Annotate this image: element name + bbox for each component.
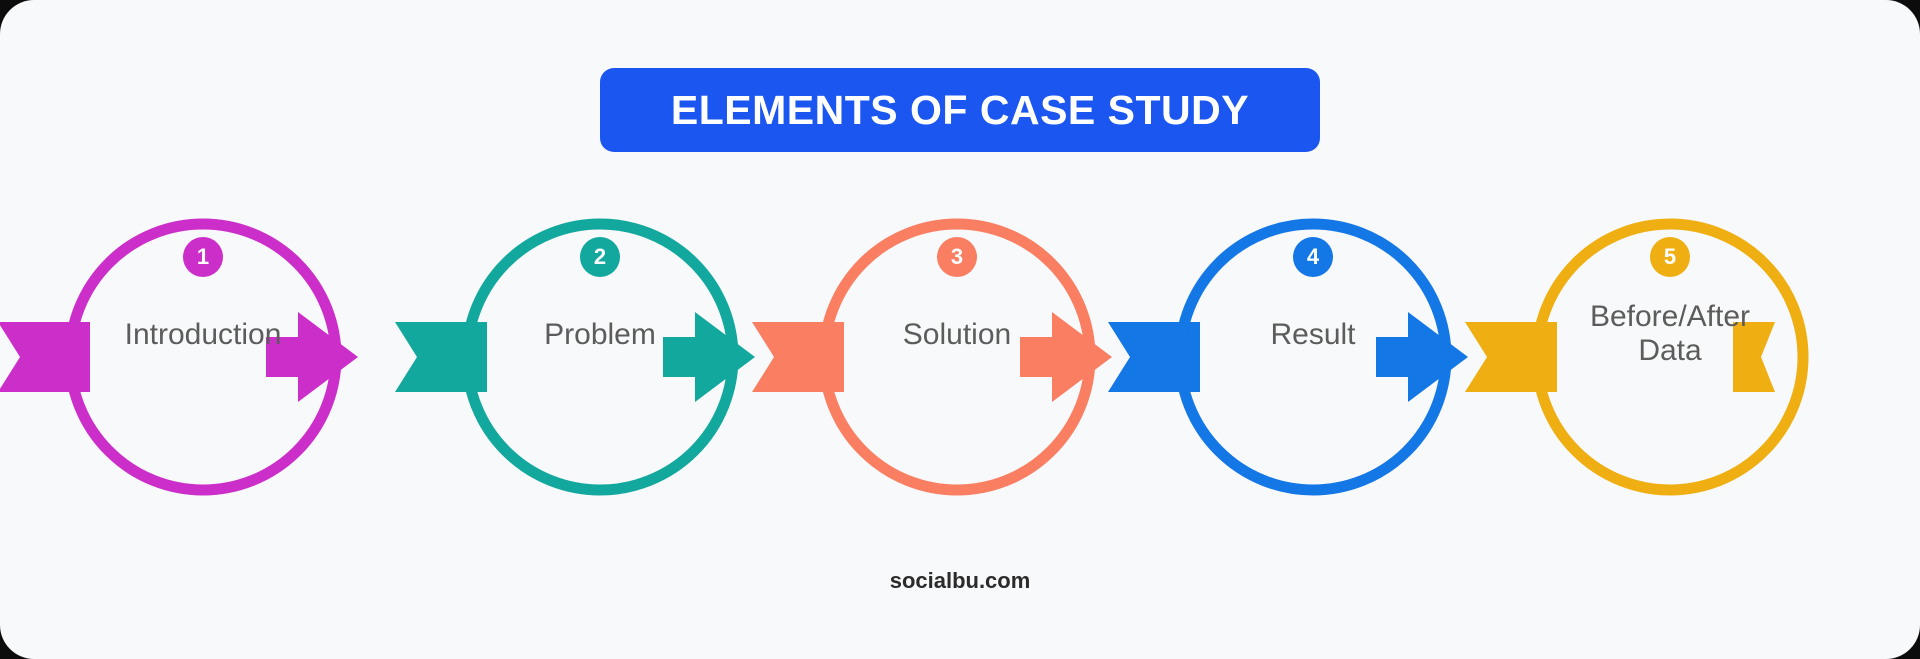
- flow-step-5[interactable]: 5 Before/After Data: [1465, 212, 1815, 502]
- arrow-head-icon: [266, 312, 358, 402]
- title-banner: ELEMENTS OF CASE STUDY: [600, 68, 1320, 152]
- flow-step-2[interactable]: 2 Problem: [395, 212, 755, 502]
- step-number-value: 2: [593, 244, 607, 269]
- arrow-head-icon: [1020, 312, 1112, 402]
- step-number-badge: 1: [183, 237, 223, 277]
- step-ring-icon: [461, 218, 739, 496]
- flow-step-2-shape: [395, 218, 755, 496]
- arrow-head-icon: [1376, 312, 1468, 402]
- step-ring-icon: [64, 218, 342, 496]
- page-title: ELEMENTS OF CASE STUDY: [670, 86, 1250, 133]
- step-number-badge: 2: [580, 237, 620, 277]
- step-number-badge: 3: [937, 237, 977, 277]
- flow-step-4-shape: [1108, 218, 1468, 496]
- flow-step-3[interactable]: 3 Solution: [752, 212, 1112, 502]
- flow-step-3-shape: [752, 218, 1112, 496]
- step-number-value: 5: [1663, 244, 1677, 269]
- arrow-head-icon: [1733, 322, 1775, 392]
- flow-step-4[interactable]: 4 Result: [1108, 212, 1468, 502]
- step-number-value: 1: [196, 244, 210, 269]
- step-number-badge: 4: [1293, 237, 1333, 277]
- process-flow: 1 Introduction 2 Problem: [0, 212, 1920, 502]
- step-number-badge: 5: [1650, 237, 1690, 277]
- step-number-value: 3: [950, 244, 964, 269]
- footer-site-label: socialbu.com: [889, 568, 1031, 593]
- flow-step-1-shape: [0, 218, 358, 496]
- step-ring-icon: [1531, 218, 1809, 496]
- arrow-head-icon: [663, 312, 755, 402]
- flow-step-1[interactable]: 1 Introduction: [0, 212, 358, 502]
- step-number-value: 4: [1306, 244, 1320, 269]
- flow-step-5-shape: [1465, 218, 1809, 496]
- step-ring-icon: [1174, 218, 1452, 496]
- step-ring-icon: [818, 218, 1096, 496]
